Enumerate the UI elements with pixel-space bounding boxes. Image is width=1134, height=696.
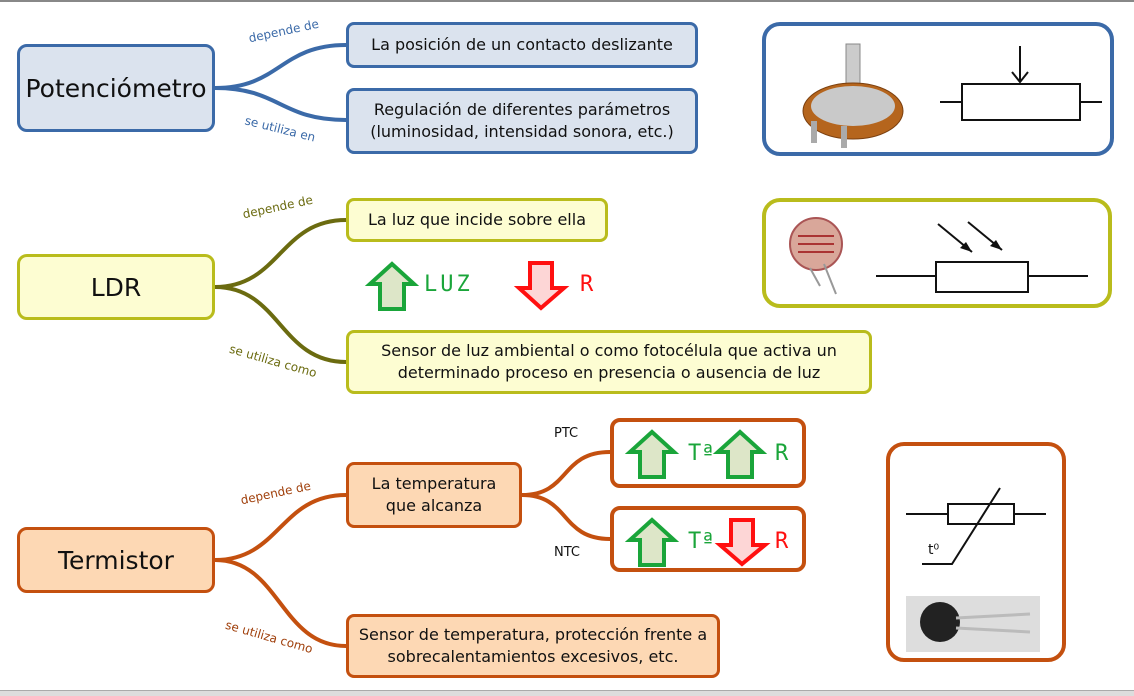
t0-label: t⁰ [928,542,940,558]
ptc-label: PTC [554,426,579,441]
pot-utiliza-line2: (luminosidad, intensidad sonora, etc.) [370,122,674,141]
ntc-box [610,506,806,572]
bottom-border [0,690,1134,696]
ptc-r-up-arrow-icon [712,429,768,479]
ptc-temp-label: Tª [688,441,715,466]
ntc-r-label: R [775,529,789,554]
connector-pot-depende [214,43,347,90]
termistor-symbol [906,487,1046,565]
ldr-utiliza-box: Sensor de luz ambiental o como fotocélul… [346,330,872,394]
ntc-temp-up-arrow-icon [624,517,680,567]
potenciometro-image-frame [762,22,1114,156]
connector-ldr-depende [214,218,347,289]
ldr-image-frame [762,198,1112,308]
ntc-label: NTC [554,545,580,560]
ldr-r-label: R [580,272,594,297]
pot-depende-box: La posición de un contacto deslizante [346,22,698,68]
termistor-illustration [906,487,1046,652]
luz-label: LUZ [424,272,473,297]
ldr-depende-box: La luz que incide sobre ella [346,198,608,242]
ldr-utiliza-line1: Sensor de luz ambiental o como fotocélul… [381,341,837,360]
ptc-r-label: R [775,441,789,466]
term-depende-line1: La temperatura [371,474,497,493]
term-utiliza-box: Sensor de temperatura, protección frente… [346,614,720,678]
ldr-illustration [789,217,1088,295]
termistor-node: Termistor [17,527,215,593]
ldr-node: LDR [17,254,215,320]
ntc-temp-label: Tª [688,529,715,554]
potenciometro-symbol [940,46,1102,121]
pot-utiliza-box: Regulación de diferentes parámetros (lum… [346,88,698,154]
term-utiliza-line1: Sensor de temperatura, protección frente… [358,625,708,644]
connector-ptc [521,450,611,497]
ptc-temp-up-arrow-icon [624,429,680,479]
ntc-r-down-arrow-icon [714,518,771,567]
ldr-utiliza-line2: determinado proceso en presencia o ausen… [397,363,821,382]
connector-pot-utiliza [214,86,347,122]
luz-up-arrow-icon [364,261,420,311]
r-down-arrow-icon [513,261,570,311]
top-border [0,0,1134,2]
term-depende-line2: que alcanza [385,496,483,515]
connector-ntc [521,493,611,541]
pot-utiliza-line1: Regulación de diferentes parámetros [373,100,671,119]
connector-ldr-utiliza [214,285,347,364]
ldr-symbol [876,221,1088,293]
potenciometro-node: Potenciómetro [17,44,215,132]
ptc-box [610,418,806,488]
connector-term-depende [214,493,347,562]
connector-term-utiliza [214,558,347,648]
term-depende-box: La temperatura que alcanza [346,462,522,528]
termistor-image-frame: t⁰ [886,442,1066,662]
potenciometro-illustration [802,43,1102,148]
term-utiliza-line2: sobrecalentamientos excesivos, etc. [387,647,679,666]
